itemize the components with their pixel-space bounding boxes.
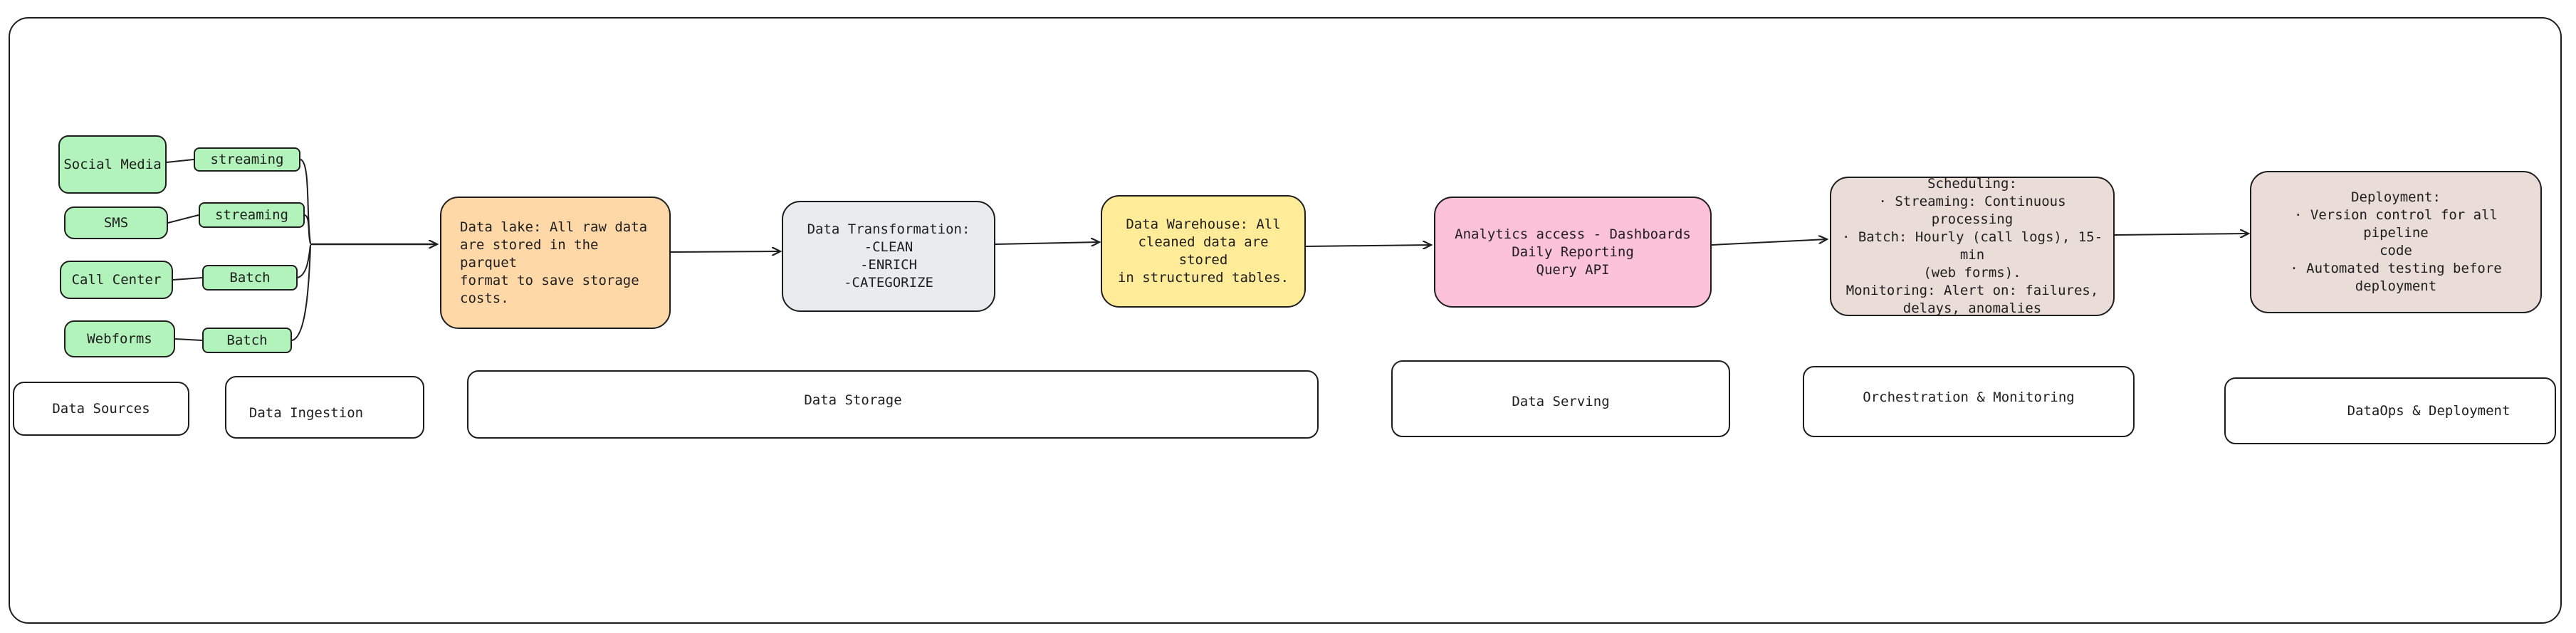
ingestion-label: Batch [226, 332, 268, 348]
source-label: Webforms [87, 330, 152, 347]
data-lake-text: Data lake: All raw data are stored in th… [460, 219, 648, 306]
data-serving-box: Analytics access - Dashboards Daily Repo… [1434, 197, 1712, 308]
link-webforms-tag [174, 338, 203, 341]
orchestration-text: Scheduling: · Streaming: Continuous proc… [1841, 176, 2103, 316]
ingestion-label: streaming [210, 151, 284, 167]
ingestion-label: Batch [229, 269, 271, 286]
ingestion-tag-sms: streaming [199, 202, 305, 228]
link-sms-tag [167, 214, 199, 224]
stage-label: Data Ingestion [248, 405, 364, 421]
ingestion-tag-call-center: Batch [202, 265, 298, 291]
ingestion-label: streaming [215, 206, 288, 223]
stage-data-ingestion: Data Ingestion [225, 376, 424, 439]
stage-label: Data Sources [52, 401, 150, 417]
stage-label: Data Serving [1512, 394, 1610, 409]
orchestration-box: Scheduling: · Streaming: Continuous proc… [1830, 176, 2115, 316]
data-warehouse-box: Data Warehouse: All cleaned data are sto… [1101, 195, 1306, 308]
source-sms: SMS [64, 206, 168, 239]
deployment-box: Deployment: · Version control for all pi… [2250, 171, 2542, 313]
arrow-serving-to-orchestration [1711, 239, 1827, 246]
data-warehouse-text: Data Warehouse: All cleaned data are sto… [1117, 216, 1289, 286]
arrow-warehouse-to-serving [1305, 245, 1431, 246]
arrow-lake-to-transform [670, 251, 780, 252]
stage-data-storage: Data Storage [467, 370, 1319, 439]
source-label: Call Center [71, 271, 162, 288]
stage-label: DataOps & Deployment [2347, 403, 2510, 419]
stage-label: Orchestration & Monitoring [1863, 389, 2075, 405]
link-tag2-merge [304, 214, 311, 244]
ingestion-tag-webforms: Batch [202, 328, 292, 353]
link-callcenter-tag [172, 277, 203, 281]
source-label: Social Media [63, 156, 162, 172]
data-lake-box: Data lake: All raw data are stored in th… [440, 197, 671, 329]
arrow-orchestration-to-deployment [2114, 234, 2248, 235]
stage-data-sources: Data Sources [13, 382, 189, 436]
data-transformation-box: Data Transformation: -CLEAN -ENRICH -CAT… [782, 201, 995, 312]
stage-orchestration-monitoring: Orchestration & Monitoring [1803, 366, 2135, 437]
deployment-text: Deployment: · Version control for all pi… [2290, 189, 2502, 294]
stage-dataops-deployment: DataOps & Deployment [2224, 377, 2556, 444]
source-label: SMS [103, 214, 129, 231]
data-transformation-text: Data Transformation: -CLEAN -ENRICH -CAT… [807, 221, 970, 291]
stage-label: Data Storage [804, 392, 902, 408]
source-social-media: Social Media [58, 135, 167, 194]
arrow-transform-to-warehouse [995, 242, 1099, 244]
diagram-frame [9, 17, 2562, 624]
source-webforms: Webforms [64, 320, 175, 357]
link-social-tag [166, 159, 194, 163]
stage-data-serving: Data Serving [1391, 360, 1730, 437]
data-serving-text: Analytics access - Dashboards Daily Repo… [1455, 226, 1691, 278]
source-call-center: Call Center [60, 261, 173, 299]
link-tag4-merge [291, 246, 311, 341]
ingestion-tag-social-media: streaming [194, 147, 300, 172]
